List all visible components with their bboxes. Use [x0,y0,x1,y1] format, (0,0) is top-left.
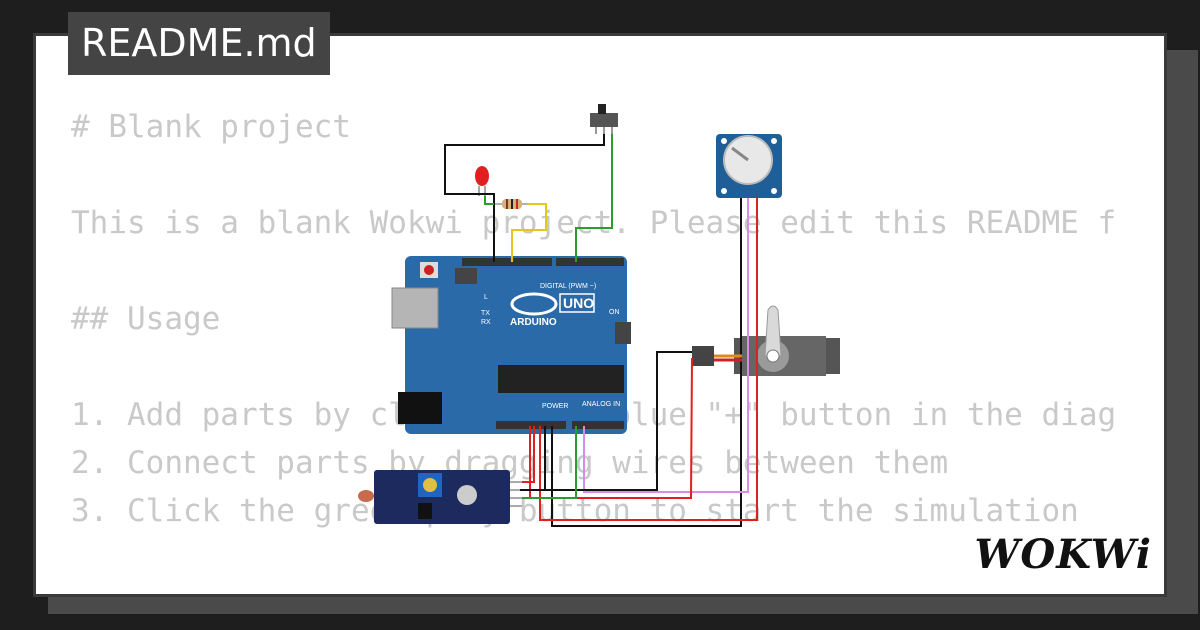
rx-label: RX [481,319,491,326]
tx-label: TX [481,310,490,317]
wokwi-logo: WOKWi [974,531,1152,578]
slide-switch[interactable] [590,104,618,134]
l-label: L [484,294,488,301]
on-label: ON [609,309,620,316]
readme-line-3: ## Usage [71,301,221,337]
light-sensor-module[interactable] [358,470,522,524]
wires[interactable] [444,134,758,527]
servo-motor[interactable] [692,305,840,376]
readme-line-1: # Blank project [71,109,351,145]
board-model: UNO [563,295,594,311]
potentiometer[interactable] [716,134,782,198]
resistor[interactable] [494,199,528,209]
analog-label: ANALOG IN [582,401,620,408]
arduino-uno-board[interactable] [391,256,631,434]
board-brand: ARDUINO [510,317,557,328]
readme-line-5: 2. Connect parts by dragging wires betwe… [71,445,949,481]
digital-label: DIGITAL (PWM ~) [540,283,596,290]
power-label: POWER [542,403,568,410]
red-led[interactable] [475,166,489,198]
file-tab: README.md [68,12,330,75]
readme-line-2: This is a blank Wokwi project. Please ed… [71,205,1117,241]
